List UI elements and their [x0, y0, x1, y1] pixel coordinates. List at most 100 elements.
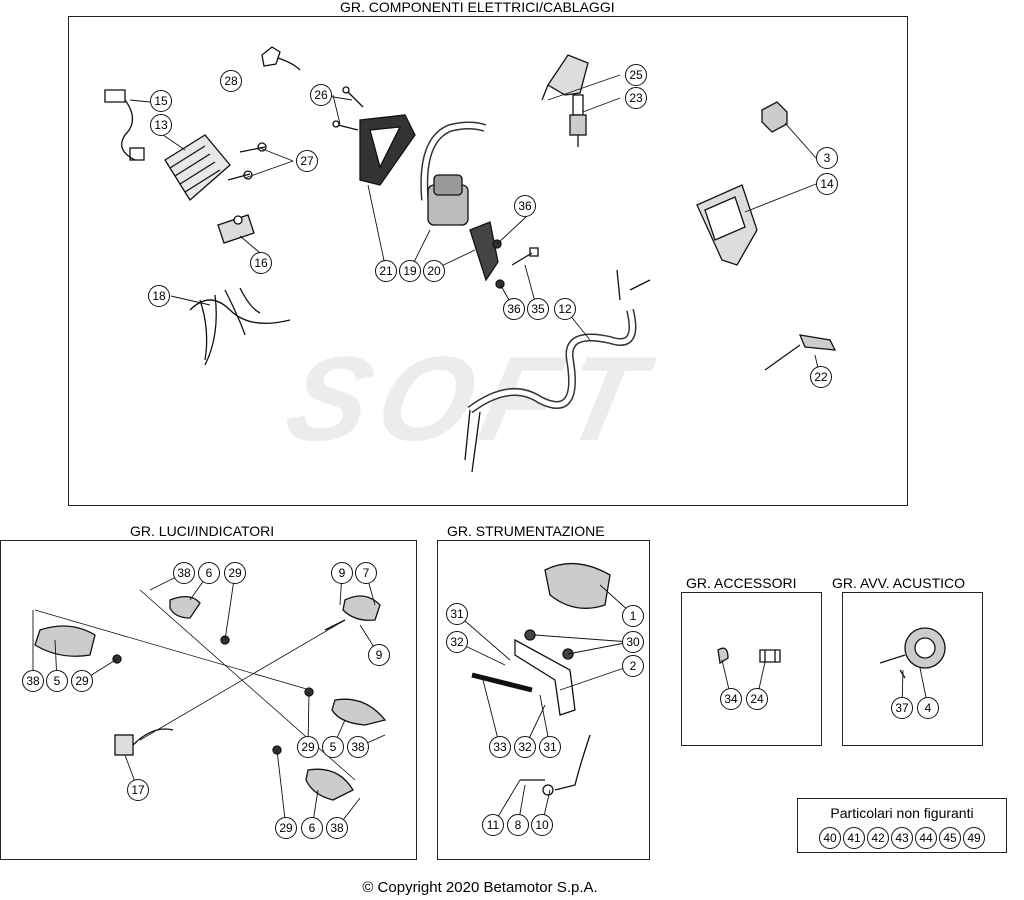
- pin-33: [471, 672, 533, 693]
- callout-part: 38: [173, 562, 195, 584]
- coil-bracket-21: [359, 114, 416, 186]
- callout-part: 21: [375, 260, 397, 282]
- rear-indicator-left: [34, 625, 96, 657]
- callout-part: 5: [322, 736, 344, 758]
- regulator-13: [164, 134, 231, 201]
- callout-part: 29: [275, 817, 297, 839]
- front-indicator-left: [169, 596, 201, 619]
- callout-part: 29: [224, 562, 246, 584]
- relay-16: [217, 214, 255, 244]
- horn-4: [879, 627, 946, 679]
- screw-35: [511, 247, 539, 266]
- electrical-group-title: GR. COMPONENTI ELETTRICI/CABLAGGI: [340, 0, 615, 15]
- callout-part: 2: [622, 655, 644, 677]
- cross-lines: [34, 589, 356, 781]
- callout-part: 35: [527, 298, 549, 320]
- non-illustrated-parts-legend: Particolari non figuranti 40 41 42 43 44…: [797, 798, 1007, 853]
- legend-title: Particolari non figuranti: [830, 805, 974, 821]
- sensor-3: [761, 101, 788, 133]
- legend-number: 40: [819, 827, 841, 849]
- callout-part: 23: [625, 87, 647, 109]
- callout-part: 27: [296, 150, 318, 172]
- wiring-harness-18: [189, 287, 291, 366]
- callout-part: 17: [127, 779, 149, 801]
- copyright-notice: © Copyright 2020 Betamotor S.p.A.: [362, 879, 598, 896]
- callout-part: 15: [150, 90, 172, 112]
- callout-part: 29: [297, 736, 319, 758]
- callout-part: 1: [622, 605, 644, 627]
- main-harness-12: [464, 269, 651, 473]
- callout-part: 30: [622, 631, 644, 653]
- dashboard-1: [544, 562, 611, 609]
- instruments-group-title: GR. STRUMENTAZIONE: [447, 523, 605, 539]
- legend-number: 42: [867, 827, 889, 849]
- legend-numbers: 40 41 42 43 44 45 49: [798, 827, 1006, 849]
- screws-27: [227, 142, 267, 181]
- callout-part: 10: [531, 814, 553, 836]
- callout-part: 6: [301, 817, 323, 839]
- callout-part: 7: [355, 562, 377, 584]
- accessories-group-title: GR. ACCESSORI: [686, 575, 797, 591]
- callout-part: 25: [625, 64, 647, 86]
- horn-group-title: GR. AVV. ACUSTICO: [832, 575, 966, 591]
- callout-part: 19: [399, 260, 421, 282]
- electrical-group-frame: [68, 16, 908, 506]
- callout-part: 31: [446, 603, 468, 625]
- callout-part: 37: [891, 697, 913, 719]
- callout-part: 33: [489, 736, 511, 758]
- clip-24: [759, 649, 781, 663]
- ecu-14: [696, 184, 758, 266]
- legend-number: 49: [963, 827, 985, 849]
- callout-part: 38: [347, 736, 369, 758]
- clip-34: [717, 647, 729, 665]
- callout-part: 38: [326, 817, 348, 839]
- callout-part: 3: [816, 147, 838, 169]
- ignition-coil-19: [420, 121, 487, 226]
- tail-light: [324, 595, 381, 631]
- spark-plug-23: [569, 94, 587, 147]
- callout-part: 12: [554, 298, 576, 320]
- speed-sensor-cable: [520, 734, 591, 796]
- callout-part: 32: [446, 631, 468, 653]
- callout-part: 11: [482, 814, 504, 836]
- callout-part: 18: [148, 285, 170, 307]
- spark-cap-25: [541, 54, 589, 101]
- front-indicator-right: [331, 698, 387, 726]
- callout-part: 32: [514, 736, 536, 758]
- instruments-group-frame: [437, 540, 650, 860]
- horn-group-frame: [842, 592, 983, 746]
- dashboard-bracket-2: [514, 638, 576, 716]
- callout-part: 9: [331, 562, 353, 584]
- legend-number: 41: [843, 827, 865, 849]
- leader-lines: [32, 74, 929, 829]
- bolts-26: [332, 86, 364, 131]
- callout-part: 8: [507, 814, 529, 836]
- callout-part: 29: [71, 670, 93, 692]
- lights-group-title: GR. LUCI/INDICATORI: [130, 523, 275, 539]
- accessories-group-frame: [681, 592, 822, 746]
- legend-number: 44: [915, 827, 937, 849]
- callout-part: 38: [22, 670, 44, 692]
- legend-number: 45: [939, 827, 961, 849]
- callout-part: 34: [720, 688, 742, 710]
- lights-group-frame: [0, 540, 417, 860]
- callout-part: 36: [503, 298, 525, 320]
- bracket-20: [469, 221, 499, 282]
- callout-part: 28: [220, 70, 242, 92]
- connector-15: [104, 89, 145, 161]
- callout-part: 4: [917, 697, 939, 719]
- callout-part: 14: [816, 173, 838, 195]
- legend-number: 43: [891, 827, 913, 849]
- plate-light-17: [114, 728, 174, 756]
- sensor-22: [764, 334, 837, 371]
- callout-part: 9: [368, 644, 390, 666]
- callout-part: 16: [250, 252, 272, 274]
- callout-part: 22: [810, 366, 832, 388]
- callout-part: 31: [539, 736, 561, 758]
- callout-part: 5: [46, 670, 68, 692]
- callout-part: 26: [310, 84, 332, 106]
- callout-part: 24: [746, 688, 768, 710]
- callout-part: 20: [423, 260, 445, 282]
- callout-part: 36: [514, 195, 536, 217]
